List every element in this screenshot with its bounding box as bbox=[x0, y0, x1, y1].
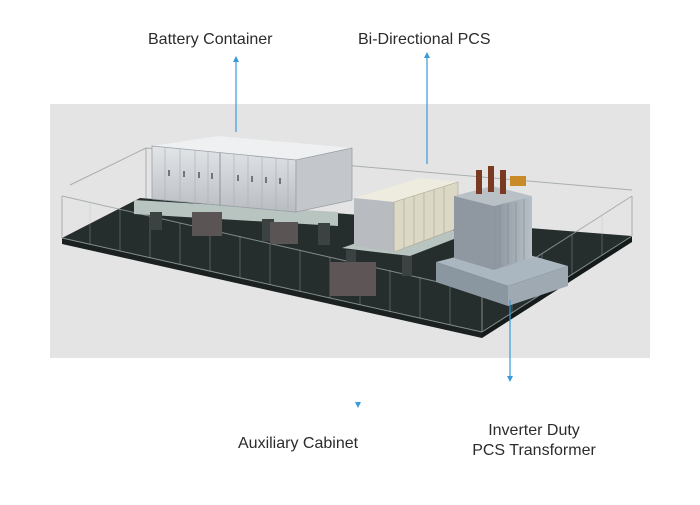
callout-lines bbox=[235, 56, 511, 378]
battery-container-label: Battery Container bbox=[148, 31, 273, 48]
battery-skid-blocks bbox=[192, 212, 298, 244]
transformer-label-line2: PCS Transformer bbox=[472, 442, 596, 459]
transformer-pad-front bbox=[436, 262, 508, 306]
battery-container bbox=[151, 136, 353, 213]
transformer bbox=[454, 166, 532, 270]
auxiliary-cabinet-block bbox=[330, 262, 376, 296]
auxiliary-cabinet-label: Auxiliary Cabinet bbox=[238, 435, 359, 452]
bidirectional-pcs-label: Bi-Directional PCS bbox=[358, 31, 491, 48]
transformer-label: Inverter Duty PCS Transformer bbox=[458, 421, 610, 461]
battery-skid bbox=[134, 200, 338, 226]
callout-auxiliary bbox=[355, 402, 361, 408]
transformer-label-line1: Inverter Duty bbox=[488, 422, 580, 439]
pcs-cabinet bbox=[354, 178, 459, 253]
transformer-pad-side bbox=[508, 266, 568, 306]
callout-arrowheads bbox=[233, 52, 513, 408]
ground-slab-edge bbox=[62, 238, 482, 338]
